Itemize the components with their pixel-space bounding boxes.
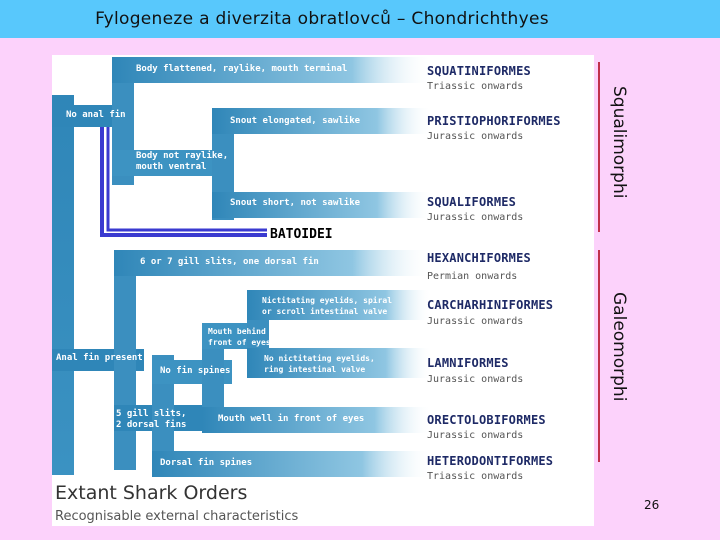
order-name: SQUATINIFORMES bbox=[427, 64, 531, 78]
order-era: Jurassic onwards bbox=[427, 131, 524, 142]
branch-snout-elongated bbox=[212, 108, 432, 134]
char-mouth-behind: Mouth behind front of eyes bbox=[208, 327, 271, 347]
diagram-footer-title: Extant Shark Orders bbox=[55, 482, 248, 504]
page-title: Fylogeneze a diverzita obratlovců – Chon… bbox=[95, 9, 549, 29]
galeomorphi-bracket bbox=[598, 250, 600, 462]
char-mouth-well: Mouth well in front of eyes bbox=[218, 414, 365, 424]
branch-six-gill bbox=[114, 250, 432, 276]
char-no-anal-fin: No anal fin bbox=[66, 110, 126, 120]
order-era: Triassic onwards bbox=[427, 81, 524, 92]
diagram-footer-subtitle: Recognisable external characteristics bbox=[55, 509, 299, 524]
char-body-not-raylike: Body not raylike, mouth ventral bbox=[136, 151, 229, 172]
order-era: Jurassic onwards bbox=[427, 212, 524, 223]
branch-snout-short bbox=[212, 192, 432, 218]
branch-body-not-raylike bbox=[112, 150, 222, 176]
order-name: LAMNIFORMES bbox=[427, 356, 509, 370]
diagram-panel: Body flattened, raylike, mouth terminal … bbox=[52, 55, 594, 526]
branch-no-anal-fin bbox=[52, 105, 122, 127]
char-no-fin-spines: No fin spines bbox=[160, 366, 231, 376]
branch-nictitating bbox=[247, 290, 432, 320]
galeomorphi-label: Galeomorphi bbox=[609, 292, 629, 402]
char-body-flattened: Body flattened, raylike, mouth terminal bbox=[136, 64, 348, 74]
order-name: HETERODONTIFORMES bbox=[427, 454, 554, 468]
order-era: Jurassic onwards bbox=[427, 316, 524, 327]
root-trunk bbox=[52, 95, 74, 475]
branch-mouth-well bbox=[202, 407, 432, 433]
char-dorsal-fin-spines: Dorsal fin spines bbox=[160, 458, 253, 468]
char-five-gill: 5 gill slits, 2 dorsal fins bbox=[116, 409, 187, 430]
batoidei-line-inner bbox=[106, 127, 267, 232]
char-snout-elongated: Snout elongated, sawlike bbox=[230, 116, 361, 126]
char-no-nictitating: No nictitating eyelids, ring intestinal … bbox=[264, 354, 375, 374]
order-name: SQUALIFORMES bbox=[427, 195, 517, 209]
page-number: 26 bbox=[644, 498, 660, 512]
cladogram-branches bbox=[52, 57, 432, 477]
title-bar: Fylogeneze a diverzita obratlovců – Chon… bbox=[0, 0, 720, 38]
branch-dorsal-fin-spines bbox=[152, 451, 432, 477]
branch-body-flattened bbox=[112, 57, 432, 83]
branch-no-nictitating bbox=[247, 348, 432, 378]
squalimorphi-label: Squalimorphi bbox=[609, 86, 629, 199]
char-snout-short: Snout short, not sawlike bbox=[230, 198, 361, 208]
order-era: Jurassic onwards bbox=[427, 430, 524, 441]
order-name: HEXANCHIFORMES bbox=[427, 251, 531, 265]
order-name: PRISTIOPHORIFORMES bbox=[427, 114, 561, 128]
order-era: Triassic onwards bbox=[427, 471, 524, 482]
order-name: ORECTOLOBIFORMES bbox=[427, 413, 546, 427]
char-six-gill: 6 or 7 gill slits, one dorsal fin bbox=[140, 257, 319, 267]
order-era: Permian onwards bbox=[427, 271, 518, 282]
char-anal-fin-present: Anal fin present bbox=[56, 353, 143, 363]
batoidei-label: BATOIDEI bbox=[268, 227, 335, 242]
order-name: CARCHARHINIFORMES bbox=[427, 298, 554, 312]
batoidei-line-outer bbox=[100, 127, 267, 237]
char-nictitating: Nictitating eyelids, spiral or scroll in… bbox=[262, 296, 393, 316]
order-era: Jurassic onwards bbox=[427, 374, 524, 385]
squalimorphi-bracket bbox=[598, 62, 600, 232]
